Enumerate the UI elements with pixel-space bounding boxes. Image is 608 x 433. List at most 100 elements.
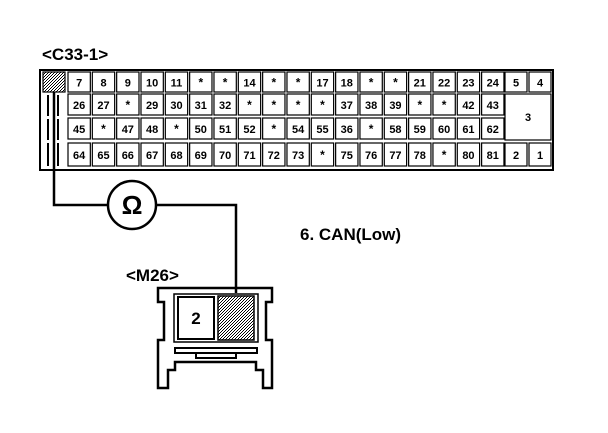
pin-cell <box>335 93 359 116</box>
pin-label: 42 <box>462 100 474 112</box>
pin-cell <box>432 71 456 93</box>
pin-cell <box>213 117 237 140</box>
pin-label: 32 <box>219 100 231 112</box>
pin-cell <box>189 71 213 93</box>
connector-c33-latch-column <box>42 71 66 166</box>
pin-cell <box>116 71 140 93</box>
wire-meter-to-m26 <box>156 203 238 293</box>
pin-label: 43 <box>487 100 499 112</box>
pin-label: 60 <box>438 124 450 136</box>
pin-label: * <box>198 76 203 90</box>
pin-label: * <box>247 98 252 112</box>
pin-label: 58 <box>389 124 401 136</box>
pin-label: * <box>174 122 179 136</box>
pin-label: 18 <box>341 78 353 90</box>
pin-cell <box>189 117 213 140</box>
pin-label: 7 <box>76 78 82 90</box>
pin-label: * <box>393 76 398 90</box>
pin-cell <box>116 93 140 116</box>
pin-cell <box>286 71 310 93</box>
pin-label: * <box>320 148 325 162</box>
pin-label: 24 <box>487 78 500 90</box>
pin-cell <box>67 71 91 93</box>
pin-label: 69 <box>195 150 207 162</box>
pin-label: 78 <box>414 150 426 162</box>
pin-label: * <box>125 98 130 112</box>
pin-cell <box>140 117 164 140</box>
pin-cell <box>432 117 456 140</box>
connector-m26-cavity <box>173 293 259 343</box>
wiring: Ω <box>52 92 238 293</box>
pin-label: 64 <box>73 150 86 162</box>
pin-cell <box>67 117 91 140</box>
pin-label: 51 <box>219 124 231 136</box>
pin-label: 66 <box>122 150 134 162</box>
connector-c33-label: <C33-1> <box>42 45 108 64</box>
pin-cell <box>286 93 310 116</box>
pin-cell <box>383 142 408 167</box>
pin-label: 72 <box>268 150 280 162</box>
pin-cell <box>213 93 237 116</box>
pin-label: 38 <box>365 100 377 112</box>
pin-label: 62 <box>487 124 499 136</box>
connector-c33-pin-1: 1 <box>537 150 543 162</box>
pin-cell <box>383 71 408 93</box>
pin-label: 45 <box>73 124 85 136</box>
pin-label: * <box>271 98 276 112</box>
pin-cell <box>359 93 383 116</box>
pin-cell <box>189 93 213 116</box>
pin-cell <box>408 93 432 116</box>
pin-label: 71 <box>243 150 255 162</box>
pin-label: * <box>296 76 301 90</box>
pin-label: * <box>442 148 447 162</box>
pin-label: 8 <box>100 78 106 90</box>
pin-label: 54 <box>292 124 305 136</box>
pin-cell <box>213 142 237 167</box>
pin-label: 47 <box>122 124 134 136</box>
pin-label: 73 <box>292 150 304 162</box>
connector-c33-pin-2: 2 <box>513 150 519 162</box>
connector-m26-lock-bar <box>174 347 258 354</box>
pin-label: 21 <box>414 78 426 90</box>
pin-cell <box>359 142 383 167</box>
pin-label: * <box>320 98 325 112</box>
pin-cell <box>383 117 408 140</box>
pin-cell <box>91 93 116 116</box>
pin-cell <box>408 142 432 167</box>
connector-c33-pin-3: 3 <box>525 112 531 124</box>
pin-label: 26 <box>73 100 85 112</box>
pin-label: * <box>417 98 422 112</box>
pin-label: * <box>442 98 447 112</box>
pin-cell <box>286 142 310 167</box>
pin-cell <box>359 117 383 140</box>
pin-cell <box>164 93 189 116</box>
pin-cell <box>91 71 116 93</box>
pin-label: 65 <box>97 150 109 162</box>
pin-cell <box>335 142 359 167</box>
ohmmeter-icon <box>106 179 158 231</box>
pin-label: 77 <box>389 150 401 162</box>
pin-label: 50 <box>195 124 207 136</box>
pin-cell <box>164 142 189 167</box>
pin-label: 31 <box>195 100 207 112</box>
pin-label: 61 <box>462 124 474 136</box>
pin-cell <box>67 142 91 167</box>
pin-cell <box>481 71 505 93</box>
pin-label: 23 <box>462 78 474 90</box>
pin-cell <box>262 71 286 93</box>
pin-cell <box>116 142 140 167</box>
pin-label: 67 <box>146 150 158 162</box>
connector-m26: 2 <box>156 286 274 390</box>
pin-cell <box>164 71 189 93</box>
pin-cell <box>456 71 481 93</box>
connector-c33-body <box>39 69 554 171</box>
pin-cell <box>262 93 286 116</box>
pin-cell <box>237 71 262 93</box>
pin-cell <box>310 142 335 167</box>
wire-c33-to-meter <box>52 92 108 207</box>
pin-label: 48 <box>146 124 158 136</box>
pin-label: 9 <box>125 78 131 90</box>
pin-label: * <box>271 122 276 136</box>
